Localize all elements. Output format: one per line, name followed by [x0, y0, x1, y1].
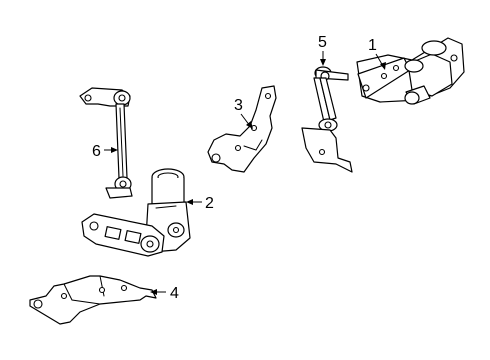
- callout-1: 1: [368, 37, 377, 54]
- leader-3: [240, 113, 253, 129]
- callout-4: 4: [170, 285, 179, 302]
- part-5-link-rod: [301, 66, 353, 173]
- callout-5: 5: [318, 34, 327, 51]
- part-1-height-sensor: [356, 37, 465, 105]
- leader-4: [150, 289, 166, 295]
- leader-2: [186, 199, 202, 205]
- callout-2: 2: [205, 195, 214, 212]
- part-3-bracket: [207, 85, 277, 173]
- leader-1: [375, 53, 386, 70]
- part-2-sensor-with-arm: [81, 168, 191, 257]
- callout-3: 3: [234, 97, 243, 114]
- leader-6: [104, 147, 118, 153]
- part-6-link-rod: [79, 87, 133, 199]
- part-4-bracket: [29, 275, 157, 325]
- leader-5: [320, 51, 326, 66]
- callout-6: 6: [92, 143, 101, 160]
